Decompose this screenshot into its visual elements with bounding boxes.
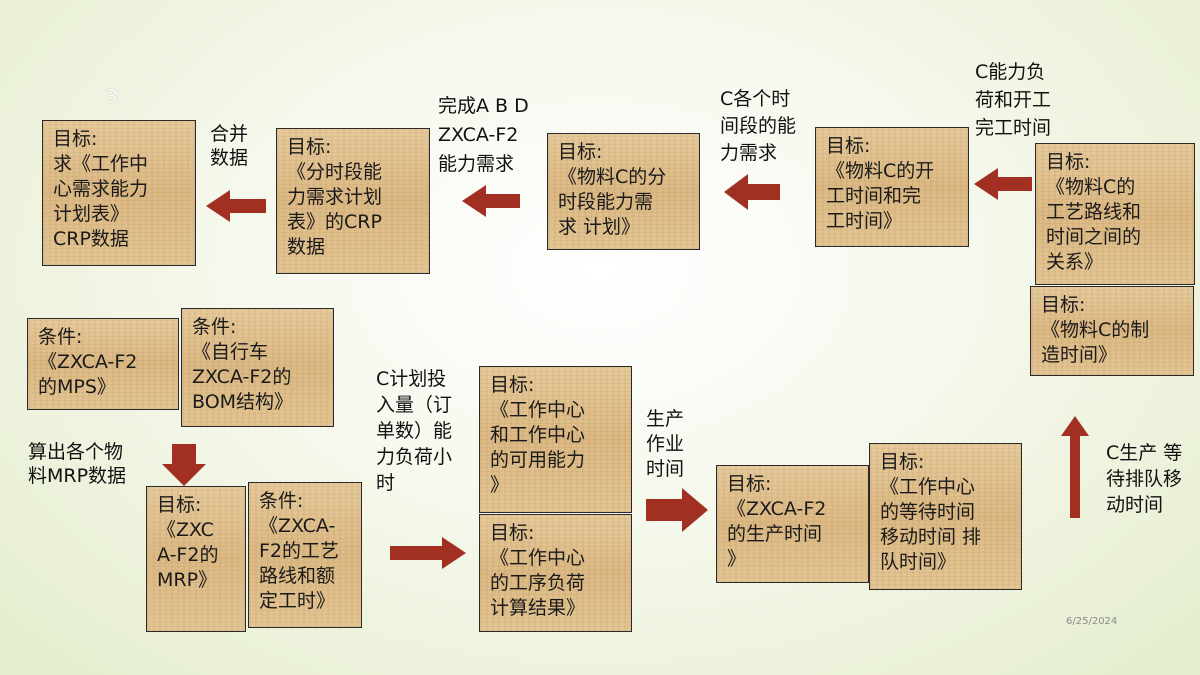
label-production-work-time: 生产 作业 时间 — [646, 408, 685, 480]
arrow-left-icon — [206, 190, 266, 222]
arrow-left-icon — [724, 174, 780, 210]
arrow-right-icon — [646, 488, 708, 532]
label-complete-abd: 完成A B D ZXCA-F2 能力需求 — [438, 95, 529, 175]
slide-date: 6/25/2024 — [1066, 616, 1118, 627]
box-wc-load-result: 目标: 《工作中心 的工序负荷 计算结果》 — [479, 514, 632, 632]
box-c-routing-time: 目标: 《物料C的 工艺路线和 时间之间的 关系》 — [1035, 143, 1195, 285]
box-production-time: 目标: 《ZXCA-F2 的生产时间 》 — [716, 465, 869, 583]
box-wc-available-capacity: 目标: 《工作中心 和工作中心 的可用能力 》 — [479, 366, 632, 513]
label-merge-data: 合并 数据 — [210, 123, 249, 169]
label-calc-mrp: 算出各个物 料MRP数据 — [28, 441, 127, 487]
box-wait-move-time: 目标: 《工作中心 的等待时间 移动时间 排 队时间》 — [869, 443, 1022, 590]
box-mps-condition: 条件: 《ZXCA-F2 的MPS》 — [27, 318, 179, 410]
arrow-right-icon — [390, 537, 466, 569]
arrow-left-icon — [462, 185, 520, 217]
label-c-load-start-finish: C能力负 荷和开工 完工时间 — [975, 61, 1052, 139]
label-c-production-wait: C生产 等 待排队移 动时间 — [1106, 442, 1183, 516]
arrow-left-icon — [974, 168, 1032, 200]
page-number: 3 — [106, 86, 118, 107]
arrow-up-icon — [1061, 416, 1089, 518]
box-bom-condition: 条件: 《自行车 ZXCA-F2的 BOM结构》 — [181, 308, 334, 427]
box-crp-table: 目标: 求《工作中 心需求能力 计划表》 CRP数据 — [42, 120, 196, 266]
label-c-planned-input: C计划投 入量（订 单数）能 力负荷小 时 — [376, 368, 453, 494]
box-routing-condition: 条件: 《ZXCA- F2的工艺 路线和额 定工时》 — [248, 482, 362, 628]
box-c-start-finish: 目标: 《物料C的开 工时间和完 工时间》 — [815, 127, 969, 247]
arrow-down-icon — [162, 444, 206, 486]
box-c-manufacture-time: 目标: 《物料C的制 造时间》 — [1030, 286, 1194, 376]
box-mrp-target: 目标: 《ZXC A-F2的 MRP》 — [146, 486, 246, 632]
box-period-crp: 目标: 《分时段能 力需求计划 表》的CRP 数据 — [276, 128, 430, 274]
box-c-period-capacity: 目标: 《物料C的分 时段能力需 求 计划》 — [547, 133, 700, 250]
label-c-each-period: C各个时 间段的能 力需求 — [720, 88, 797, 164]
